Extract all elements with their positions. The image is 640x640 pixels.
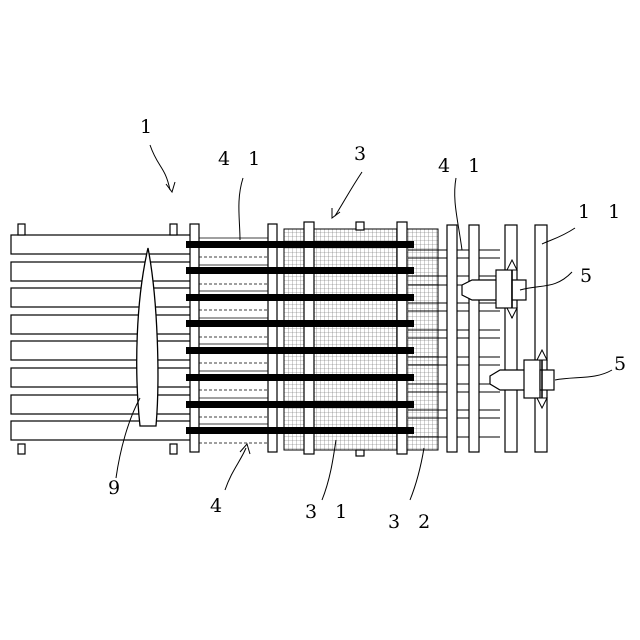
label-gripper-lower: 5	[614, 353, 632, 375]
grid-front-31	[284, 229, 404, 450]
label-cassette-bar-left: 4 1	[218, 148, 266, 170]
label-gripper-upper: 5	[580, 265, 598, 287]
grid-post-right	[397, 222, 407, 454]
label-grid-rear: 3 2	[388, 511, 436, 533]
transfer-bar	[186, 320, 414, 327]
grid-cap-bottom	[356, 450, 364, 456]
rail-3	[505, 225, 517, 452]
label-shutter: 1 1	[578, 201, 626, 223]
rack-leg-top-left	[18, 224, 25, 235]
rack-slat	[11, 288, 197, 307]
rack-slat	[11, 368, 197, 387]
rack-slat	[11, 421, 197, 440]
gripper-lower-5	[490, 350, 554, 408]
transfer-bar	[186, 347, 414, 354]
rack-leg-top-right	[170, 224, 177, 235]
rack-slats	[11, 235, 197, 440]
leader-3	[335, 172, 362, 216]
leader-41-left	[239, 178, 243, 240]
rack-leg-bottom-left	[18, 444, 25, 454]
grid-post-left	[304, 222, 314, 454]
leader-32	[410, 448, 424, 500]
rack-slat	[11, 262, 197, 281]
label-cassette-bar-right: 4 1	[438, 155, 486, 177]
leader-1	[150, 145, 170, 190]
rack-slat	[11, 315, 197, 334]
left-rack	[11, 224, 197, 454]
label-cassette: 4	[210, 495, 228, 517]
label-grid-unit: 3	[354, 143, 372, 165]
rail-2	[469, 225, 479, 452]
transfer-bar	[186, 374, 414, 381]
cassette-post-right	[268, 224, 277, 452]
leader-4	[225, 448, 246, 490]
transfer-bar	[186, 401, 414, 408]
rack-leg-bottom-right	[170, 444, 177, 454]
grid-cap-top	[356, 222, 364, 230]
rail-1	[447, 225, 457, 452]
transfer-bar	[186, 427, 414, 434]
grid-rear-32	[404, 229, 438, 450]
grid-unit-3	[284, 222, 438, 456]
label-apparatus: 1	[140, 116, 158, 138]
rack-slat	[11, 235, 197, 254]
label-workpiece: 9	[108, 477, 126, 499]
transfer-bar	[186, 241, 414, 248]
leader-5-lower	[555, 370, 612, 380]
rack-slat	[11, 341, 197, 360]
cassette-4	[190, 224, 278, 452]
rack-slat	[11, 395, 197, 414]
shutter-rail-11	[535, 225, 547, 452]
cassette-post-left	[190, 224, 199, 452]
transfer-bar	[186, 267, 414, 274]
label-grid-front: 3 1	[305, 501, 353, 523]
transfer-bar	[186, 294, 414, 301]
